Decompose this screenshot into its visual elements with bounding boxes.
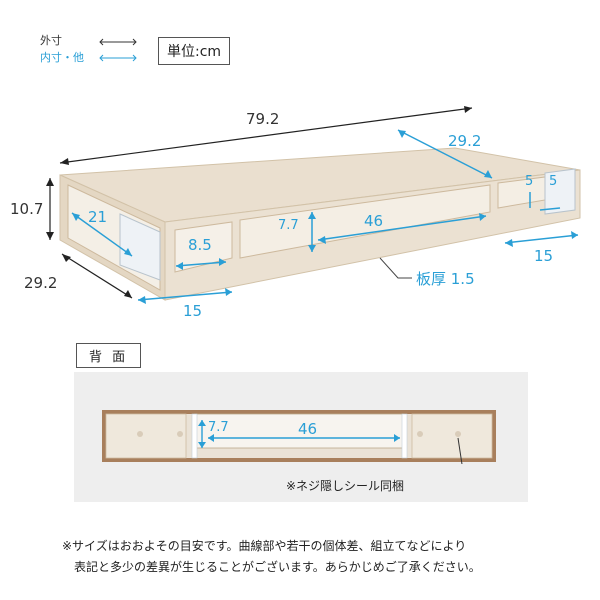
dim-opening-height-label: 7.7 (278, 218, 299, 233)
dim-leg-15-left-label: 15 (183, 302, 203, 320)
dim-leg-5b-label: 5 (549, 174, 558, 189)
front-opening-center (239, 184, 491, 259)
dim-height-label: 10.7 (10, 200, 44, 218)
screw-note: ※ネジ隠しシール同梱 (286, 479, 405, 493)
back-view-diagram (102, 410, 496, 464)
legend-arrows (99, 38, 137, 62)
dim-board-thickness-label: 板厚 1.5 (416, 270, 475, 288)
dim-leg-15-right-label: 15 (534, 247, 554, 265)
screw-cap (177, 431, 183, 437)
back-opening (193, 413, 405, 449)
dim-leg-5a-label: 5 (525, 174, 534, 189)
back-view-title: 背 面 (76, 343, 142, 368)
dim-opening-small-label: 8.5 (188, 236, 212, 254)
back-opening-height-label: 7.7 (208, 420, 229, 435)
dim-opening-width-label: 46 (364, 212, 384, 230)
back-opening-width-label: 46 (298, 420, 318, 438)
size-note-line-1: ※サイズはおおよその目安です。曲線部や若干の個体差、組立てなどにより (62, 539, 467, 553)
screw-cap (137, 431, 143, 437)
right-leg-block (544, 168, 576, 215)
dim-depth-side-label: 29.2 (24, 274, 58, 292)
legend-outer-label: 外寸 (40, 34, 62, 47)
dim-width-label: 79.2 (246, 110, 280, 128)
product-diagram (46, 106, 581, 304)
screw-cap (417, 431, 423, 437)
dim-depth-top-label: 29.2 (448, 132, 482, 150)
legend-inner-label: 内寸・他 (40, 51, 84, 64)
front-opening-left (174, 221, 233, 273)
unit-label: 単位:cm (158, 37, 231, 65)
dim-inner-depth-label: 21 (88, 208, 108, 226)
size-note-line-2: 表記と多少の差異が生じることがございます。あらかじめご了承ください。 (74, 560, 481, 574)
screw-cap (455, 431, 461, 437)
